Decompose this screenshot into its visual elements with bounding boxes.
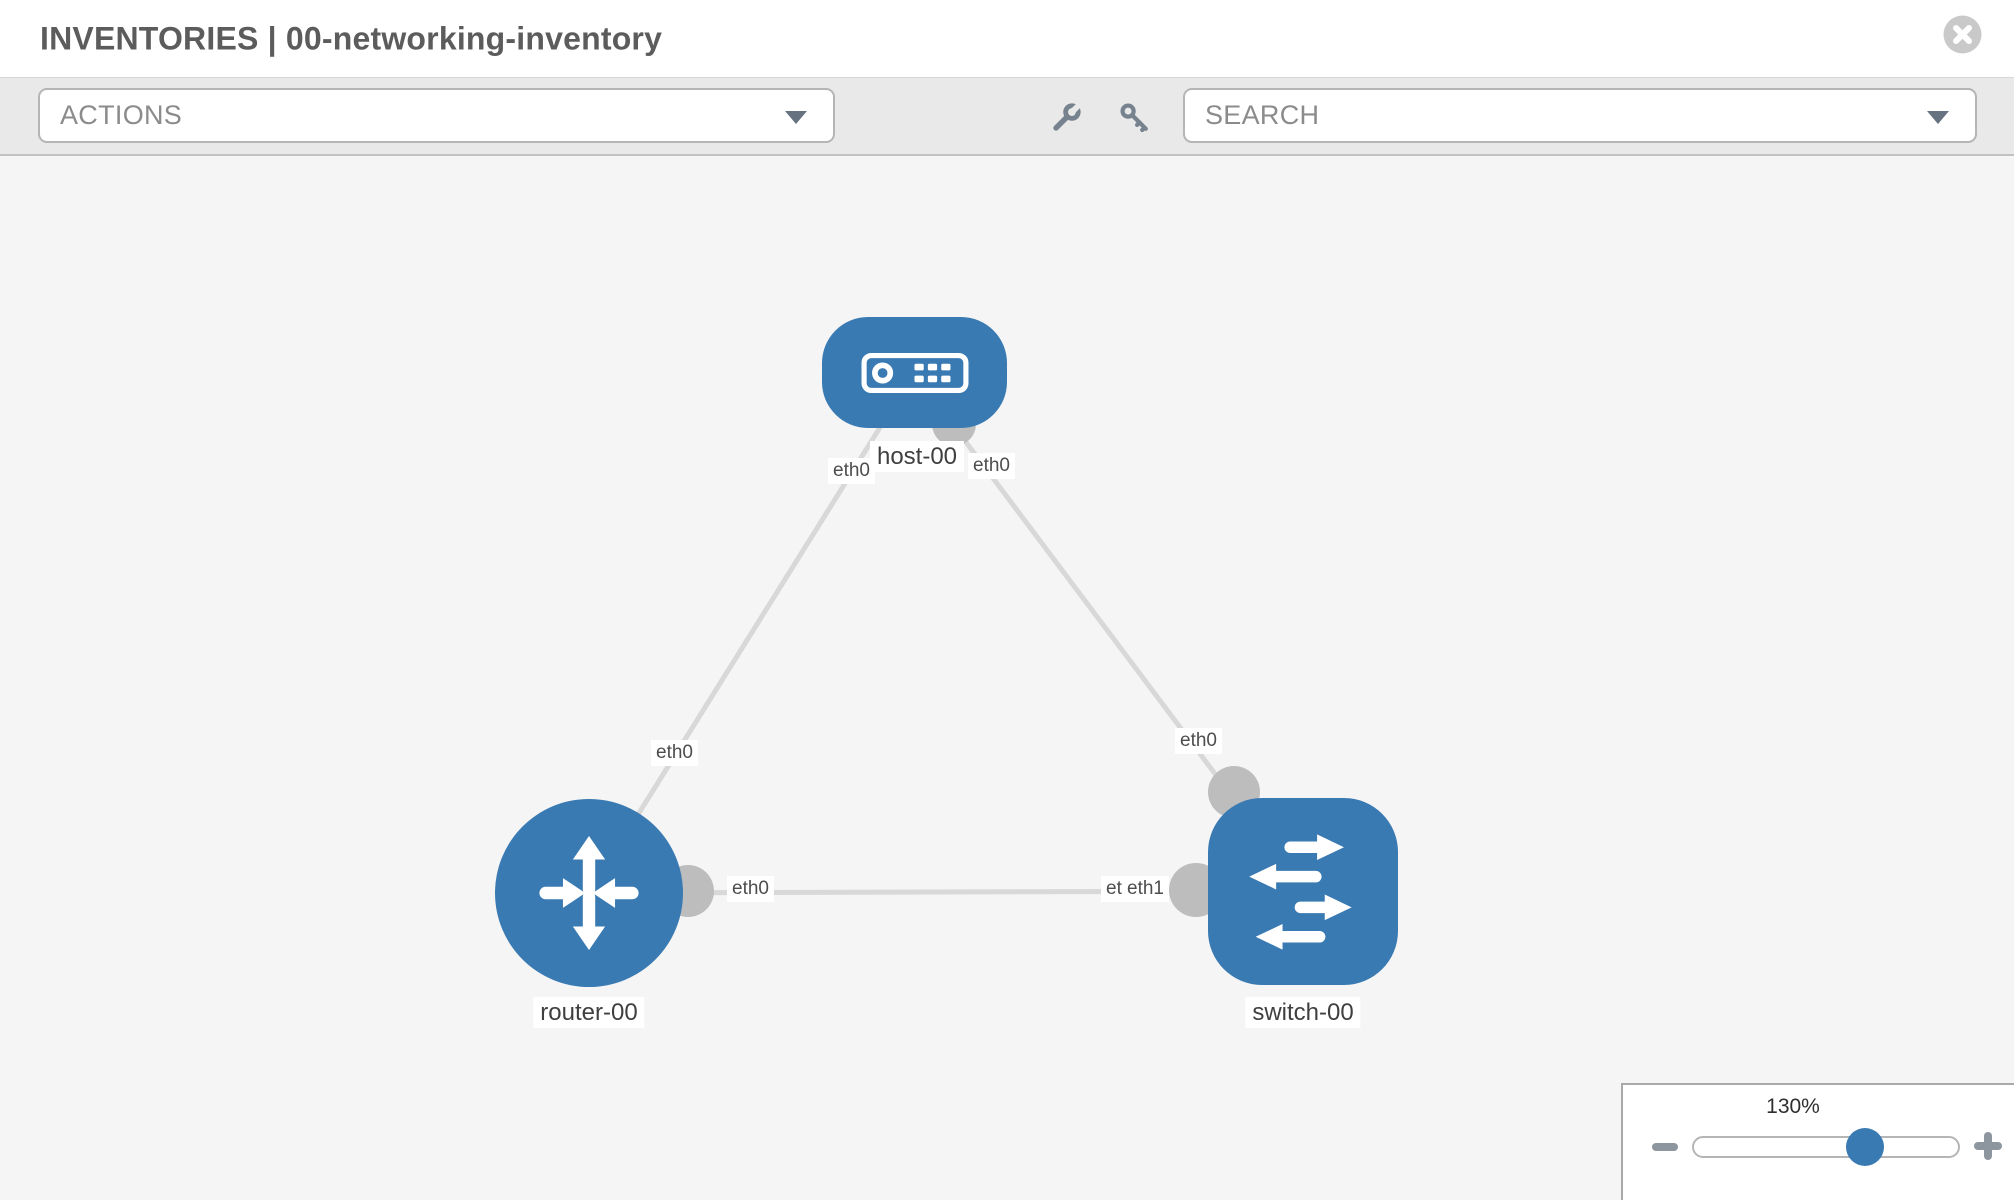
topology-canvas[interactable]: host-00 router-00 switch-00 eth0 eth0 et… bbox=[0, 156, 2014, 1200]
zoom-level: 130% bbox=[1766, 1095, 1820, 1118]
connection-ports bbox=[662, 402, 1260, 917]
chevron-down-icon bbox=[1927, 110, 1949, 124]
zoom-out-minus-icon[interactable] bbox=[1652, 1143, 1678, 1151]
iface-label-host-eth0-left: eth0 bbox=[828, 458, 875, 484]
iface-label-switch-eth0-top: eth0 bbox=[1175, 728, 1222, 754]
key-icon[interactable] bbox=[1117, 100, 1153, 136]
toolbar: ACTIONS SEARCH bbox=[0, 78, 2014, 156]
search-placeholder: SEARCH bbox=[1205, 100, 1320, 130]
iface-label-router-eth0-right: eth0 bbox=[727, 876, 774, 902]
node-switch-00[interactable] bbox=[1208, 798, 1398, 985]
zoom-in-plus-icon[interactable] bbox=[1973, 1131, 2003, 1161]
node-router-00[interactable] bbox=[495, 799, 683, 987]
actions-dropdown[interactable]: ACTIONS bbox=[38, 88, 835, 143]
server-icon bbox=[861, 352, 968, 393]
node-label-switch-00: switch-00 bbox=[1245, 997, 1361, 1029]
edges-layer bbox=[586, 371, 1305, 917]
zoom-slider-handle[interactable] bbox=[1845, 1128, 1884, 1166]
page-title: INVENTORIES | 00-networking-inventory bbox=[40, 20, 663, 56]
close-icon[interactable] bbox=[1943, 15, 1982, 54]
search-dropdown[interactable]: SEARCH bbox=[1183, 88, 1977, 143]
header: INVENTORIES | 00-networking-inventory bbox=[0, 0, 2014, 78]
iface-label-switch-eth0-left: eth0 bbox=[1101, 876, 1124, 902]
wrench-icon[interactable] bbox=[1048, 100, 1084, 136]
iface-label-switch-eth1-left: eth1 bbox=[1122, 876, 1169, 902]
iface-label-router-eth0-top: eth0 bbox=[651, 740, 698, 766]
router-arrows-icon bbox=[539, 835, 639, 951]
node-host-00[interactable] bbox=[822, 317, 1007, 428]
switch-arrows-icon bbox=[1249, 833, 1352, 950]
chevron-down-icon bbox=[785, 110, 807, 124]
zoom-panel: 130% bbox=[1621, 1083, 2014, 1200]
iface-label-host-eth0-right: eth0 bbox=[968, 453, 1015, 479]
node-label-router-00: router-00 bbox=[533, 997, 645, 1029]
actions-dropdown-label: ACTIONS bbox=[60, 100, 183, 130]
zoom-slider[interactable] bbox=[1692, 1128, 1960, 1166]
node-label-host-00: host-00 bbox=[869, 441, 965, 473]
